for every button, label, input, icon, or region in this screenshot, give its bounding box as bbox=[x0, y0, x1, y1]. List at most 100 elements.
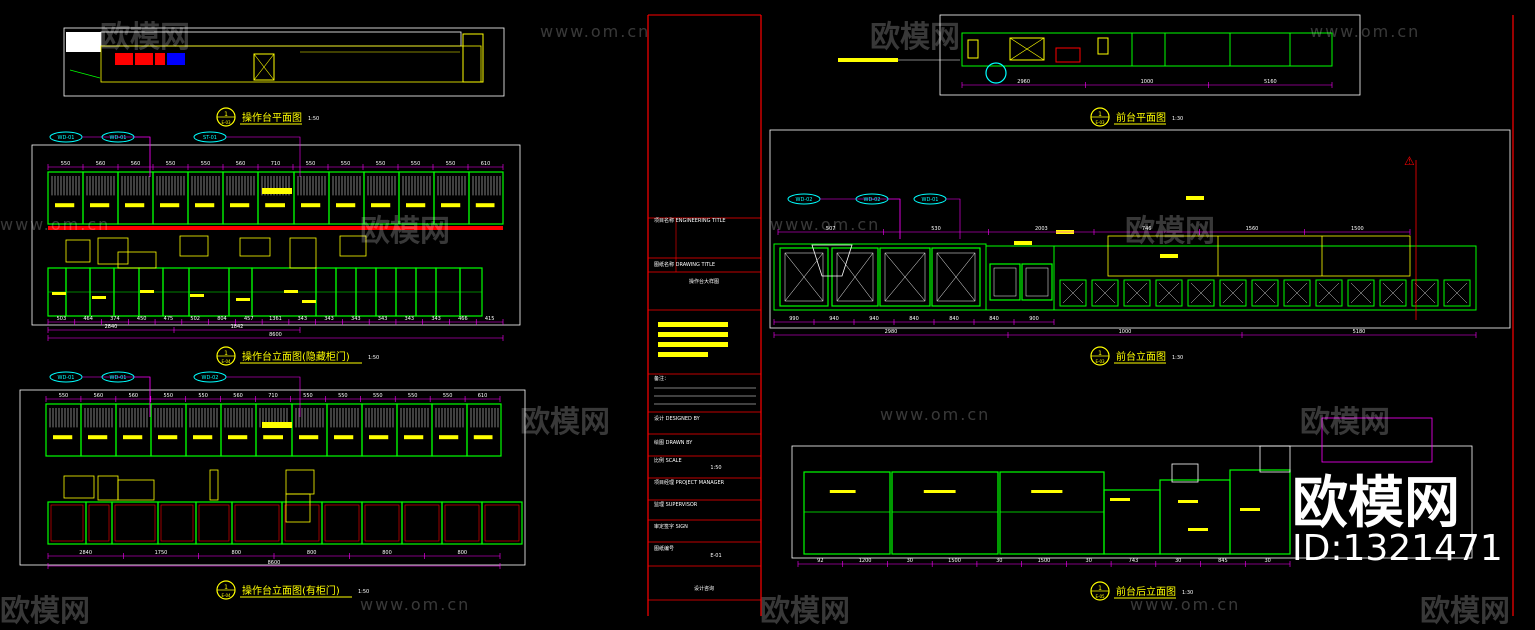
watermark-logo: 欧模网 bbox=[360, 214, 450, 249]
front-drawer-cross bbox=[1190, 282, 1212, 304]
front-hood bbox=[811, 244, 853, 277]
front-drawer-cross bbox=[1318, 282, 1340, 304]
lower-cabinet-door bbox=[324, 504, 360, 542]
watermark-logo: 欧模网 bbox=[0, 594, 90, 629]
drawing-scale: 1:50 bbox=[368, 355, 379, 361]
back-label-mark bbox=[1178, 500, 1198, 503]
op-a-total-dim-label: 8600 bbox=[269, 332, 282, 338]
equipment-label-mark bbox=[52, 292, 66, 295]
title-block-drawing-no: E-01 bbox=[710, 553, 721, 559]
op-a-top-dim-label: 560 bbox=[236, 161, 246, 167]
upper-cabinet-label-mark bbox=[441, 203, 461, 208]
equipment bbox=[239, 237, 271, 257]
front-drawer bbox=[1315, 279, 1343, 307]
upper-cabinet-label-mark bbox=[301, 203, 321, 208]
op-a-top-dim-label: 560 bbox=[96, 161, 106, 167]
drawing-title: 操作台立面图(隐藏柜门) bbox=[242, 350, 350, 363]
watermark-logo: 欧模网 bbox=[520, 405, 610, 440]
detail-mark-number: 1 bbox=[1098, 111, 1102, 118]
op-b-top-dim-label: 550 bbox=[163, 393, 173, 399]
op-b-bottom-dim-label: 800 bbox=[307, 550, 317, 556]
back-shelf bbox=[1321, 417, 1433, 463]
watermark-url: www.om.cn bbox=[540, 22, 651, 41]
op-b-bottom-dim-label: 800 bbox=[382, 550, 392, 556]
front-label-mark bbox=[1014, 241, 1032, 245]
material-tag-leader bbox=[134, 376, 151, 417]
lower-cabinet bbox=[157, 501, 197, 545]
back-cabinet bbox=[891, 471, 999, 555]
equipment bbox=[117, 479, 155, 501]
watermark-logo: 欧模网 bbox=[100, 20, 190, 55]
lower-cabinet bbox=[441, 501, 483, 545]
equipment-label-mark bbox=[262, 422, 292, 428]
drawing-scale: 1:30 bbox=[1172, 116, 1183, 122]
watermark-url: www.om.cn bbox=[1130, 595, 1241, 614]
front-drawer-cross bbox=[1414, 282, 1436, 304]
upper-cabinet bbox=[187, 171, 224, 225]
op-b-top-dim-label: 550 bbox=[373, 393, 383, 399]
upper-cabinet-label-mark bbox=[336, 203, 356, 208]
front-cabinet bbox=[779, 247, 829, 307]
front-elev-top-dim-label: 746 bbox=[1142, 226, 1152, 232]
back-appliance bbox=[1171, 463, 1199, 483]
title-block-text: 审定签字 SIGN bbox=[654, 523, 688, 530]
front-plan-dim-label: 1000 bbox=[1141, 79, 1154, 85]
lower-cabinet-door bbox=[364, 504, 400, 542]
front-cabinet-panel bbox=[836, 252, 874, 302]
back-label-mark bbox=[1188, 528, 1208, 531]
front-cabinet-cross bbox=[936, 252, 976, 302]
watermark-logo: 欧模网 bbox=[1300, 405, 1390, 440]
op-a-bottom-dim-label: 450 bbox=[137, 316, 147, 322]
upper-cabinet-label-mark bbox=[158, 435, 178, 440]
big-watermark-logo: 欧模网 bbox=[1292, 471, 1460, 536]
detail-mark-number: 1 bbox=[224, 584, 228, 591]
upper-cabinet-label-mark bbox=[193, 435, 213, 440]
front-drawer-cross bbox=[1350, 282, 1372, 304]
front-back-dim-label: 743 bbox=[1129, 558, 1139, 564]
upper-cabinet bbox=[115, 403, 152, 457]
equipment bbox=[63, 475, 95, 499]
material-tag-label: WD-01 bbox=[110, 375, 127, 381]
detail-mark-number: 1 bbox=[1098, 350, 1102, 357]
back-cabinet bbox=[999, 471, 1105, 555]
front-drawer-cross bbox=[1094, 282, 1116, 304]
op-b-top-dim-label: 550 bbox=[443, 393, 453, 399]
op-a-top-dim-label: 550 bbox=[61, 161, 71, 167]
lower-cabinet-door bbox=[404, 504, 440, 542]
equipment-label-mark bbox=[92, 296, 106, 299]
lower-cabinet bbox=[401, 501, 443, 545]
front-back-elevation-drawing bbox=[791, 417, 1473, 559]
front-drawer-cross bbox=[1222, 282, 1244, 304]
equipment-label-mark bbox=[302, 300, 316, 303]
equipment-label-mark bbox=[284, 290, 298, 293]
front-drawer bbox=[1443, 279, 1471, 307]
upper-cabinet bbox=[152, 171, 189, 225]
watermark-url: www.om.cn bbox=[0, 215, 111, 234]
front-elev-mid-dim-label: 840 bbox=[989, 316, 999, 322]
title-block-text: 绘图 DRAWN BY bbox=[654, 439, 693, 446]
front-elev-total-dim-label: 5180 bbox=[1353, 329, 1366, 335]
detail-mark-number: 1 bbox=[224, 350, 228, 357]
equipment bbox=[339, 235, 367, 257]
lower-cabinet bbox=[481, 501, 523, 545]
material-tag-label: WD-01 bbox=[58, 135, 75, 141]
front-back-dim-label: 30 bbox=[1086, 558, 1092, 564]
upper-cabinet bbox=[328, 171, 365, 225]
material-tag-leader bbox=[226, 136, 301, 177]
detail-mark-ref: E-03 bbox=[221, 120, 231, 125]
lower-cabinet-door bbox=[88, 504, 110, 542]
material-tag-label: WD-02 bbox=[202, 375, 219, 381]
front-elev-mid-dim-label: 940 bbox=[869, 316, 879, 322]
op-a-bottom-dim-label: 503 bbox=[57, 316, 67, 322]
equipment-label-mark bbox=[140, 290, 154, 293]
material-tag-label: WD-01 bbox=[922, 197, 939, 203]
op-b-bottom-dim-label: 1750 bbox=[155, 550, 168, 556]
drawing-scale: 1:50 bbox=[308, 116, 319, 122]
upper-cabinet-label-mark bbox=[125, 203, 145, 208]
front-label-mark bbox=[1186, 196, 1204, 200]
sheet-frames bbox=[647, 14, 1514, 616]
front-cabinet bbox=[989, 263, 1021, 301]
front-plan-drawing bbox=[838, 14, 1361, 96]
front-elev-total-dim-label: 1000 bbox=[1119, 329, 1132, 335]
material-tag-label: WD-02 bbox=[864, 197, 881, 203]
